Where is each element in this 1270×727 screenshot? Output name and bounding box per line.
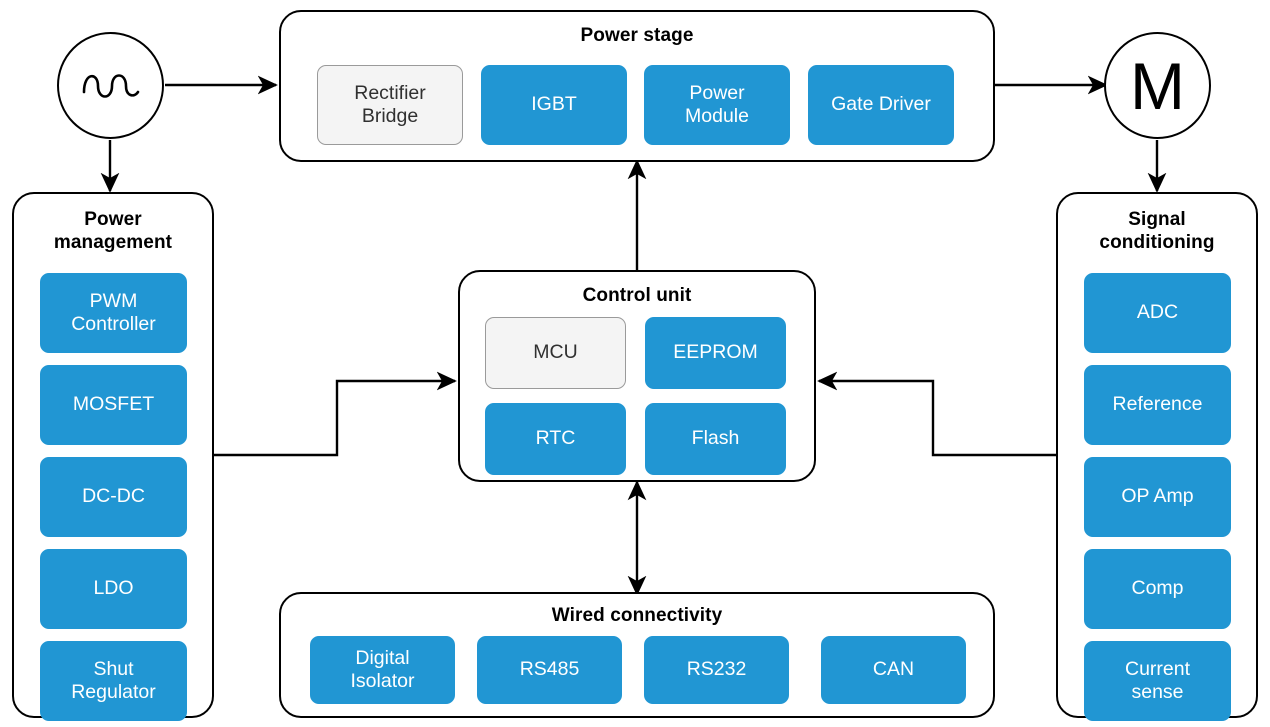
- block-rs485[interactable]: RS485: [477, 636, 622, 704]
- group-wired-connectivity[interactable]: Wired connectivity Digital Isolator RS48…: [279, 592, 995, 718]
- wire-signal-conditioning-to-control-unit: [817, 371, 1056, 457]
- block-rs232-label: RS232: [686, 658, 747, 681]
- motor-label: M: [1130, 48, 1185, 123]
- block-power-module-label: Power Module: [685, 81, 749, 127]
- group-signal-conditioning[interactable]: Signal conditioning ADC Reference OP Amp…: [1056, 192, 1258, 721]
- block-mosfet-label: MOSFET: [72, 393, 155, 416]
- block-can[interactable]: CAN: [821, 636, 966, 704]
- block-rtc-label: RTC: [535, 427, 576, 450]
- block-rs485-label: RS485: [519, 658, 580, 681]
- block-current-sense-label: Current sense: [1124, 657, 1191, 703]
- block-mcu[interactable]: MCU: [485, 317, 626, 389]
- group-signal-conditioning-title: Signal conditioning: [1099, 209, 1215, 254]
- block-digital-isolator[interactable]: Digital Isolator: [310, 636, 455, 704]
- block-comp[interactable]: Comp: [1084, 549, 1231, 629]
- block-flash[interactable]: Flash: [645, 403, 786, 475]
- block-digital-isolator-label: Digital Isolator: [350, 646, 415, 692]
- block-rectifier-bridge-label: Rectifier Bridge: [354, 81, 426, 127]
- block-ldo[interactable]: LDO: [40, 549, 187, 629]
- block-rectifier-bridge[interactable]: Rectifier Bridge: [317, 65, 463, 145]
- block-reference-label: Reference: [1112, 393, 1203, 416]
- motor-symbol: M: [1104, 32, 1211, 139]
- block-adc-label: ADC: [1136, 301, 1179, 324]
- wire-power-management-to-control-unit: [214, 371, 457, 457]
- group-power-stage-title: Power stage: [580, 25, 694, 46]
- block-gate-driver-label: Gate Driver: [831, 93, 931, 116]
- block-pwm-controller[interactable]: PWM Controller: [40, 273, 187, 353]
- block-adc[interactable]: ADC: [1084, 273, 1231, 353]
- block-rtc[interactable]: RTC: [485, 403, 626, 475]
- block-shut-regulator-label: Shut Regulator: [71, 657, 156, 703]
- block-comp-label: Comp: [1131, 577, 1184, 600]
- block-eeprom-label: EEPROM: [673, 341, 758, 364]
- sine-wave-icon: [82, 73, 139, 98]
- group-wired-connectivity-title: Wired connectivity: [551, 605, 723, 626]
- block-igbt[interactable]: IGBT: [481, 65, 627, 145]
- block-igbt-label: IGBT: [531, 93, 577, 116]
- block-rs232[interactable]: RS232: [644, 636, 789, 704]
- block-op-amp-label: OP Amp: [1121, 485, 1194, 508]
- group-control-unit-title: Control unit: [582, 285, 692, 306]
- group-power-management[interactable]: Power management PWM Controller MOSFET D…: [12, 192, 214, 721]
- block-ldo-label: LDO: [93, 577, 134, 600]
- block-gate-driver[interactable]: Gate Driver: [808, 65, 954, 145]
- block-pwm-controller-label: PWM Controller: [71, 289, 156, 335]
- block-dc-dc[interactable]: DC-DC: [40, 457, 187, 537]
- block-power-module[interactable]: Power Module: [644, 65, 790, 145]
- block-eeprom[interactable]: EEPROM: [645, 317, 786, 389]
- group-power-management-title: Power management: [53, 209, 173, 254]
- group-control-unit[interactable]: Control unit MCU EEPROM RTC Flash: [458, 270, 816, 482]
- block-op-amp[interactable]: OP Amp: [1084, 457, 1231, 537]
- block-can-label: CAN: [872, 658, 915, 681]
- block-dc-dc-label: DC-DC: [82, 485, 145, 508]
- ac-source-symbol: [57, 32, 164, 139]
- block-current-sense[interactable]: Current sense: [1084, 641, 1231, 721]
- block-shut-regulator[interactable]: Shut Regulator: [40, 641, 187, 721]
- block-mosfet[interactable]: MOSFET: [40, 365, 187, 445]
- group-power-stage[interactable]: Power stage Rectifier Bridge IGBT Power …: [279, 10, 995, 162]
- block-flash-label: Flash: [691, 427, 740, 450]
- block-reference[interactable]: Reference: [1084, 365, 1231, 445]
- block-mcu-label: MCU: [533, 341, 578, 364]
